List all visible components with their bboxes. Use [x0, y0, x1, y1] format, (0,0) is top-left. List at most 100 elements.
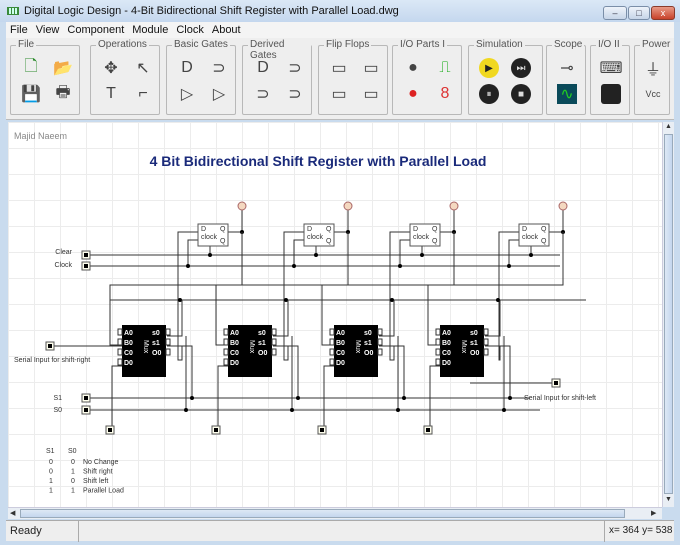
serial-right-label: Serial Input for shift-right [14, 357, 90, 364]
mux-output-pin [165, 348, 171, 356]
minimize-button[interactable]: – [603, 6, 627, 20]
menu-component[interactable]: Component [67, 24, 125, 36]
junction-dot [292, 264, 296, 268]
save-icon[interactable]: 💾 [21, 86, 41, 103]
nor-gate-icon[interactable]: ⊃ [288, 60, 302, 77]
pause-icon[interactable]: ⏸ [479, 84, 499, 104]
feedback-wire [215, 232, 349, 346]
clear-pin-dot [84, 253, 88, 257]
probe-icon[interactable]: ⊸ [560, 60, 574, 77]
junction-dot [496, 298, 500, 302]
text-icon[interactable]: T [106, 85, 116, 102]
s1-wire [273, 345, 299, 398]
mux-output-label: O0 [364, 350, 373, 357]
menu-about[interactable]: About [211, 24, 241, 36]
mux-output-pin [165, 338, 171, 346]
parallel-input-pin-3-dot [426, 428, 430, 432]
menu-clock[interactable]: Clock [176, 24, 204, 36]
xnor-gate-icon[interactable]: ⊃ [288, 86, 302, 103]
toolbar-group-scope: Scope ⊸ ∿ [546, 39, 586, 115]
and-gate-icon[interactable]: D [181, 59, 193, 76]
not-gate-icon[interactable]: ▷ [180, 86, 194, 103]
truth-table-s1-value: 0 [49, 469, 53, 476]
step-icon[interactable]: ⏭ [511, 58, 531, 78]
push-button-icon[interactable]: ● [408, 59, 418, 76]
nand-gate-icon[interactable]: D [257, 59, 269, 76]
ground-icon[interactable]: ⏚ [644, 62, 661, 79]
terminal-icon[interactable]: ▬ [601, 84, 621, 104]
mux-input-pin [117, 328, 123, 336]
toolbar-group-simulation: Simulation ▶ ⏭ ⏸ ■ [468, 39, 543, 115]
seven-segment-icon[interactable]: 8 [440, 85, 450, 102]
mux-input-pin [117, 348, 123, 356]
menu-bar: File View Component Module Clock About [6, 22, 674, 38]
mux-output-pin [165, 328, 171, 336]
xor-gate-icon[interactable]: ⊃ [256, 86, 270, 103]
print-icon[interactable]: 🖶 [55, 83, 71, 101]
d-flipflop-icon[interactable]: ▭ [331, 60, 347, 77]
toolbar-group-label: Flip Flops [324, 39, 372, 50]
t-flipflop-icon[interactable]: ▭ [331, 86, 347, 103]
junction-dot [178, 298, 182, 302]
mux-input-pin [435, 338, 441, 346]
menu-module[interactable]: Module [132, 24, 169, 36]
truth-table-operation: No Change [83, 459, 119, 466]
author-label: Majid Naeem [14, 131, 67, 141]
open-folder-icon[interactable]: 📂 [53, 60, 73, 77]
mux-input-pin [435, 348, 441, 356]
play-icon[interactable]: ▶ [479, 58, 499, 78]
junction-dot [402, 396, 406, 400]
ff-qbar-label: Q [220, 238, 226, 245]
truth-table-operation: Shift left [83, 478, 108, 485]
vertical-scrollbar[interactable]: ▲▼ [662, 122, 674, 507]
menu-file[interactable]: File [10, 24, 28, 36]
truth-table-operation: Parallel Load [83, 488, 124, 495]
pointer-icon[interactable]: ↖ [136, 60, 150, 77]
mux-input-label: C0 [336, 350, 345, 357]
ff-q-label: Q [326, 226, 332, 233]
clock-pin-dot [84, 264, 88, 268]
truth-table-header-s0: S0 [68, 448, 77, 455]
new-file-icon[interactable]: 🗋 [24, 57, 38, 75]
wire-icon[interactable]: ⌐ [138, 85, 148, 102]
horizontal-scrollbar[interactable]: ◀▶ [8, 507, 662, 519]
s0-label: S0 [53, 407, 62, 414]
status-middle [79, 521, 605, 542]
vcc-icon[interactable]: Vcc [645, 89, 661, 99]
junction-dot [508, 396, 512, 400]
led-icon[interactable]: ● [408, 85, 418, 102]
close-button[interactable]: x [651, 6, 675, 20]
mux-output-label: s1 [258, 340, 266, 347]
mux-output-label: s0 [258, 330, 266, 337]
clk-wire [187, 239, 198, 266]
truth-table-operation: Shift right [83, 469, 113, 476]
menu-view[interactable]: View [35, 24, 60, 36]
mux-input-label: C0 [124, 350, 133, 357]
parallel-input-pin-1-dot [214, 428, 218, 432]
serial-left-pin-dot [554, 381, 558, 385]
jk-flipflop-icon[interactable]: ▭ [363, 60, 379, 77]
truth-table-s1-value: 0 [49, 459, 53, 466]
toolbar-group-label: Simulation [474, 39, 525, 50]
horizontal-scroll-thumb[interactable] [20, 509, 625, 518]
oscilloscope-icon[interactable]: ∿ [557, 84, 577, 104]
clock-label: Clock [54, 262, 72, 269]
maximize-button[interactable]: □ [628, 6, 650, 20]
toolbar-group-label: Scope [552, 39, 585, 50]
mux-output-pin [271, 338, 277, 346]
stop-icon[interactable]: ■ [511, 84, 531, 104]
junction-dot [507, 264, 511, 268]
buffer-icon[interactable]: ▷ [212, 86, 226, 103]
junction-dot [390, 298, 394, 302]
clock-signal-icon[interactable]: ⎍ [439, 59, 451, 76]
s1-wire [379, 345, 405, 398]
or-gate-icon[interactable]: ⊃ [212, 60, 226, 77]
vertical-scroll-thumb[interactable] [664, 134, 673, 494]
move-icon[interactable]: ✥ [104, 60, 118, 77]
mux-output-label: s1 [364, 340, 372, 347]
parallel-wire [217, 365, 228, 430]
keyboard-icon[interactable]: ⌨ [599, 60, 623, 77]
sr-flipflop-icon[interactable]: ▭ [363, 86, 379, 103]
